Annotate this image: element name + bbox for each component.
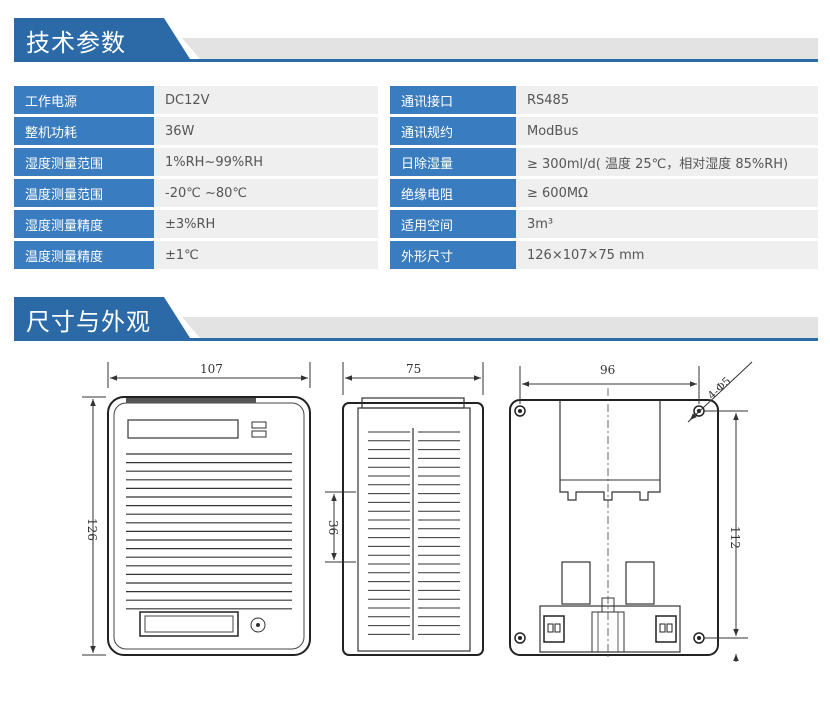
terminal-base: [539, 605, 681, 653]
hole-leader-arrow: [689, 413, 697, 421]
header-tab: 技术参数: [14, 18, 190, 59]
spec-label: 通讯接口: [390, 86, 516, 114]
dimension-drawing: 107 126 75 36: [82, 361, 753, 662]
knob-center: [256, 623, 260, 627]
back-outline: [509, 399, 719, 656]
table-row: 湿度测量精度±3%RH: [14, 210, 378, 238]
front-view: 107 126: [82, 362, 311, 656]
back-hole-spec-label: 4-Φ5: [705, 374, 733, 402]
spec-label: 工作电源: [14, 86, 154, 114]
spec-value: RS485: [516, 86, 818, 114]
back-hole-vertical-label: 112: [728, 526, 742, 549]
bottom-label-inner: [144, 615, 234, 633]
spec-value: ±1℃: [154, 241, 378, 269]
spec-label: 日除湿量: [390, 148, 516, 176]
bottom-label-panel: [139, 611, 239, 637]
specs-section-header: 技术参数: [14, 18, 818, 62]
knob-icon: [250, 617, 266, 633]
spec-label: 外形尺寸: [390, 241, 516, 269]
spec-label: 湿度测量精度: [14, 210, 154, 238]
side-inner-frame: [357, 407, 471, 652]
indicator-led: [251, 430, 267, 438]
spec-label: 湿度测量范围: [14, 148, 154, 176]
spec-value: 1%RH~99%RH: [154, 148, 378, 176]
table-row: 温度测量范围-20℃ ~80℃: [14, 179, 378, 207]
header-tab: 尺寸与外观: [14, 297, 190, 338]
side-vent-label: 36: [326, 520, 340, 535]
display-window: [127, 419, 239, 439]
side-grille: [368, 431, 460, 635]
mounting-hole-center: [518, 409, 522, 413]
spec-label: 整机功耗: [14, 117, 154, 145]
terminal-screw: [547, 623, 554, 633]
mounting-hole: [514, 632, 526, 644]
side-view: 75 36: [325, 362, 484, 656]
side-outline: [342, 402, 484, 656]
connector-block: [625, 561, 655, 605]
dimensions-section-title: 尺寸与外观: [26, 308, 151, 336]
terminal-left: [543, 615, 565, 643]
spec-value: ModBus: [516, 117, 818, 145]
front-outline: [107, 396, 311, 656]
terminal-screw: [554, 623, 561, 633]
side-depth-label: 75: [406, 362, 421, 376]
header-underline: [14, 59, 818, 62]
connector-block: [561, 561, 591, 605]
front-height-label: 126: [85, 518, 99, 541]
header-gray-band: [182, 38, 818, 59]
cable-gland-top: [601, 597, 615, 613]
spec-value: ±3%RH: [154, 210, 378, 238]
spec-label: 温度测量精度: [14, 241, 154, 269]
mounting-hole-center: [518, 636, 522, 640]
spec-value: -20℃ ~80℃: [154, 179, 378, 207]
spec-value: ≥ 300ml/d( 温度 25℃，相对湿度 85%RH): [516, 148, 818, 176]
table-row: 温度测量精度±1℃: [14, 241, 378, 269]
header-gray-band: [182, 317, 818, 338]
top-bracket: [559, 400, 661, 501]
specs-section-title: 技术参数: [26, 29, 126, 57]
mounting-hole: [514, 405, 526, 417]
spec-value: 3m³: [516, 210, 818, 238]
spec-label: 温度测量范围: [14, 179, 154, 207]
terminal-screw: [666, 623, 673, 633]
indicator-led: [251, 421, 267, 429]
spec-value: ≥ 600MΩ: [516, 179, 818, 207]
spec-label: 绝缘电阻: [390, 179, 516, 207]
front-louvres: [126, 453, 292, 610]
table-row: 日除湿量≥ 300ml/d( 温度 25℃，相对湿度 85%RH): [390, 148, 818, 176]
dimensions-section-header: 尺寸与外观: [14, 297, 818, 341]
table-row: 绝缘电阻≥ 600MΩ: [390, 179, 818, 207]
terminal-right: [655, 615, 677, 643]
mounting-hole-center: [697, 636, 701, 640]
spec-value: 126×107×75 mm: [516, 241, 818, 269]
back-view: 96 112 4-Φ5: [509, 361, 753, 662]
header-underline: [14, 338, 818, 341]
front-top-strip: [126, 398, 256, 403]
terminal-screw: [659, 623, 666, 633]
hole-leader-line: [687, 361, 753, 423]
spec-label: 适用空间: [390, 210, 516, 238]
spec-value: DC12V: [154, 86, 378, 114]
spec-value: 36W: [154, 117, 378, 145]
front-width-label: 107: [200, 362, 223, 376]
back-hole-spacing-label: 96: [600, 363, 615, 377]
spec-label: 通讯规约: [390, 117, 516, 145]
